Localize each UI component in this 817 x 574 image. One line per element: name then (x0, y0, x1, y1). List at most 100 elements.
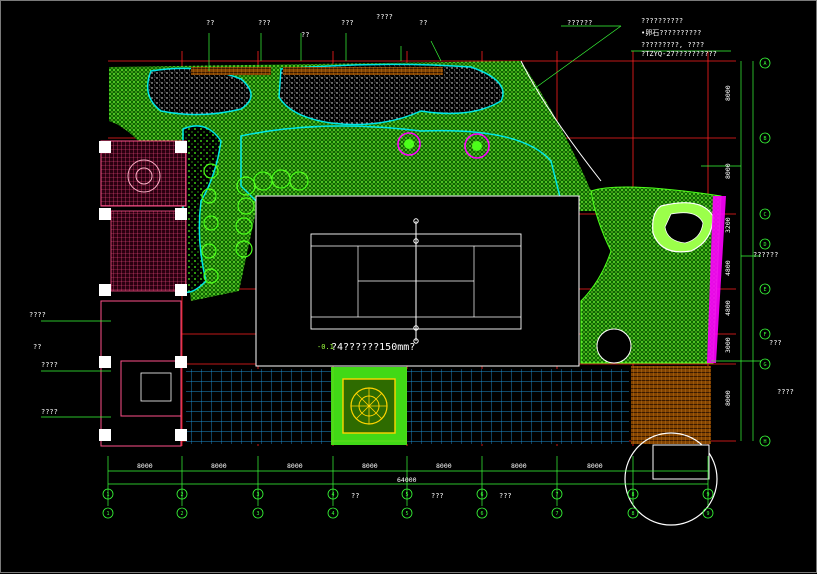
label-left-4: ???? (41, 408, 58, 416)
note-line-1: ?????????? (641, 17, 683, 25)
axis-bubble-bottom (476, 507, 488, 519)
axis-bubble-right (759, 208, 771, 220)
axis-label-bottom: 2 (180, 511, 183, 517)
axis-bubble-right (759, 57, 771, 69)
dim-bottom-2: 8000 (211, 462, 227, 470)
axis-label-right: A (763, 61, 766, 67)
label-top-3: ?? (301, 31, 309, 39)
axis-bubble-bottom (176, 488, 188, 500)
dim-bottom-3: 8000 (287, 462, 303, 470)
axis-bubble-bottom (176, 507, 188, 519)
axis-bubble-bottom (327, 507, 339, 519)
axis-bubble-bottom (102, 488, 114, 500)
axis-label-right: F (763, 332, 766, 338)
dim-total: 64000 (397, 476, 417, 484)
note-line-4: ?TZYQ-27?????????? (641, 50, 717, 58)
dim-right-1: 8000 (724, 85, 732, 101)
label-top-5: ???? (376, 13, 393, 21)
axis-label-bottom: 5 (405, 492, 408, 498)
axis-bubble-bottom (627, 488, 639, 500)
axis-bubble-bottom (252, 488, 264, 500)
label-left-2: ?? (33, 343, 41, 351)
dim-right-4: 4800 (724, 260, 732, 276)
axis-bubble-bottom (327, 488, 339, 500)
axis-label-bottom: 9 (706, 492, 709, 498)
axis-label-bottom: 6 (480, 492, 483, 498)
callout-bottom-1: ?? (351, 492, 359, 500)
axis-label-bottom: 1 (106, 511, 109, 517)
round-plaza-cutout (652, 444, 710, 480)
axis-bubble-bottom (102, 507, 114, 519)
dim-right-2: 8000 (724, 163, 732, 179)
axis-bubble-right (759, 435, 771, 447)
dim-right-5: 4800 (724, 300, 732, 316)
north-deck-east (283, 67, 443, 75)
court-elevation: -0.1 (317, 343, 334, 351)
shrub-core (472, 141, 482, 151)
west-pavilion (99, 140, 187, 447)
axis-label-bottom: 6 (480, 511, 483, 517)
label-top-right: ?????? (567, 19, 592, 27)
axis-bubble-bottom (627, 507, 639, 519)
label-top-2: ??? (258, 19, 271, 27)
axis-label-bottom: 7 (555, 492, 558, 498)
axis-label-bottom: 9 (706, 511, 709, 517)
axis-bubble-right (759, 132, 771, 144)
label-top-1: ?? (206, 19, 214, 27)
shrub-core (404, 139, 414, 149)
ne-boundary-curve (520, 60, 602, 182)
axis-label-bottom: 8 (631, 511, 634, 517)
axis-label-right: C (763, 212, 766, 218)
ornamental-shrubs (397, 132, 490, 159)
note-line-2: •卵石?????????? (641, 28, 701, 37)
axis-label-bottom: 4 (331, 492, 334, 498)
north-garden (109, 61, 601, 301)
axis-label-bottom: 3 (256, 492, 259, 498)
south-plaza (186, 366, 711, 445)
dim-bottom-1: 8000 (137, 462, 153, 470)
axis-bubble-bottom (476, 488, 488, 500)
callout-bottom-2: ??? (431, 492, 444, 500)
dim-right-3: 3200 (724, 217, 732, 233)
axis-label-bottom: 2 (180, 492, 183, 498)
axis-label-right: D (763, 242, 766, 248)
label-top-4: ??? (341, 19, 354, 27)
axis-label-bottom: 3 (256, 511, 259, 517)
court-note: ?4??????150mm? (331, 342, 415, 353)
label-right-3: ???? (777, 388, 794, 396)
dim-bottom-5: 8000 (436, 462, 452, 470)
north-deck-west (191, 67, 271, 75)
dim-bottom-7: 8000 (587, 462, 603, 470)
round-plaza-outline (624, 432, 718, 526)
dim-right-6: 3000 (724, 337, 732, 353)
label-left-3: ???? (41, 361, 58, 369)
axis-label-right: E (763, 287, 766, 293)
axis-bubble-bottom (252, 507, 264, 519)
dim-bottom-6: 8000 (511, 462, 527, 470)
axis-bubble-bottom (401, 507, 413, 519)
dimension-lines (107, 61, 754, 506)
callout-bottom-3: ??? (499, 492, 512, 500)
label-left-1: ???? (29, 311, 46, 319)
axis-bubble-bottom (702, 507, 714, 519)
axis-label-bottom: 1 (106, 492, 109, 498)
axis-label-bottom: 8 (631, 492, 634, 498)
axis-label-bottom: 5 (405, 511, 408, 517)
axis-label-bottom: 4 (331, 511, 334, 517)
label-top-6: ?? (419, 19, 427, 27)
axis-bubble-right (759, 238, 771, 250)
axis-label-bottom: 7 (555, 511, 558, 517)
tennis-court (255, 195, 580, 367)
axis-bubble-bottom (702, 488, 714, 500)
axis-bubble-right (759, 358, 771, 370)
axis-bubble-right (759, 328, 771, 340)
axis-label-right: B (763, 136, 766, 142)
label-right-2: ??? (769, 339, 782, 347)
axis-bubble-right (759, 283, 771, 295)
label-right-1: ?????? (753, 251, 778, 259)
dim-bottom-4: 8000 (362, 462, 378, 470)
axis-label-right: H (763, 439, 766, 445)
east-lawn (580, 186, 726, 364)
